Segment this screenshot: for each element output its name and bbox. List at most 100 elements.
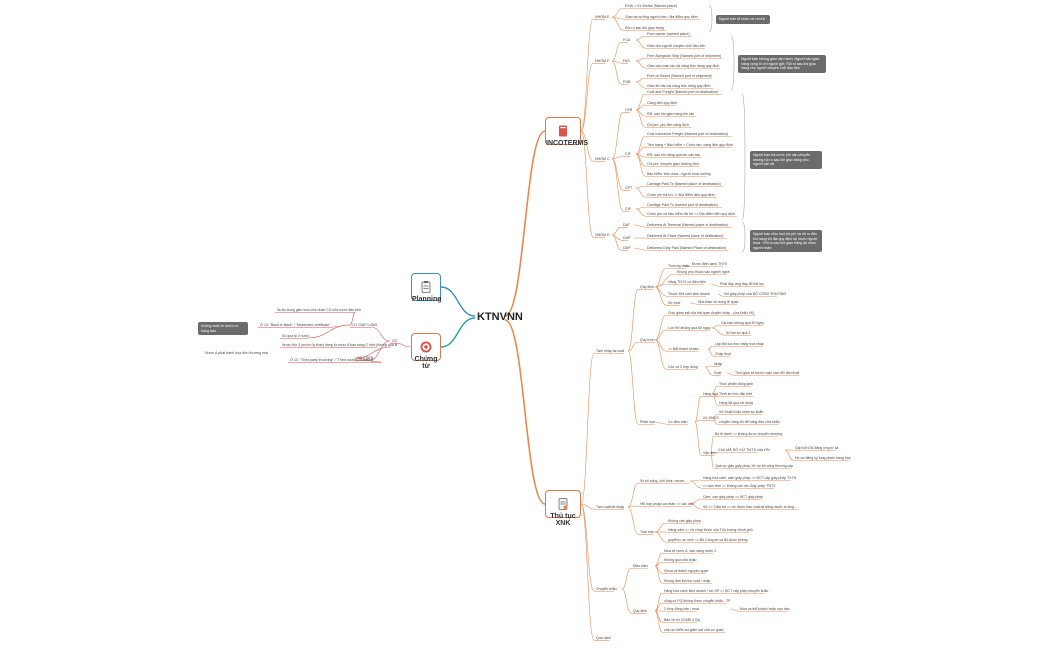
- chungtu-node[interactable]: CO 3 BÊN: [357, 355, 374, 360]
- chungtu-node[interactable]: Ở 13: "Back to Back" / "Movement certifi…: [260, 322, 331, 327]
- chungtu-node[interactable]: Nước trung gian vừa cửa nhận CO của nước…: [277, 308, 361, 312]
- thutuc-node[interactable]: Hồ sơ đăng ký tùng phiếu hàng hóa: [795, 456, 851, 460]
- thutuc-node[interactable]: Không qua cửa khẩu: [664, 558, 697, 562]
- incoterms-node[interactable]: Rủi ro sau khi giao hàng: [625, 26, 664, 30]
- thutuc-node[interactable]: Phân loại: [640, 420, 655, 424]
- thutuc-node[interactable]: Chuyển khẩu: [596, 587, 617, 591]
- thutuc-node[interactable]: Hàng cấm => xử chấp thuộc của Thủ tướng …: [668, 528, 753, 532]
- thutuc-node[interactable]: Gia hạn không quá 30 ngày: [721, 321, 764, 325]
- thutuc-node[interactable]: Chưa về thành nguyên quan: [664, 569, 708, 573]
- thutuc-node[interactable]: Cấp bởi DN đăng ứng từ xã: [795, 446, 838, 450]
- thutuc-node[interactable]: HĐ hợp pháp/ cá nhân => các chứ: [640, 502, 695, 506]
- thutuc-node[interactable]: Bảo vệ xử CDNB 3 Cty: [664, 618, 700, 622]
- incoterms-node[interactable]: Delivered Duty Paid (Named Place of dest…: [647, 246, 726, 250]
- incoterms-node[interactable]: RR: sau khi hàng qua lan can tàu: [647, 153, 700, 157]
- thutuc-node[interactable]: Chấp thuế: [715, 352, 731, 356]
- thutuc-node[interactable]: Tạm xuất tái nhập: [596, 505, 624, 509]
- thutuc-node[interactable]: Mua và thể khách hoặc sau bán: [740, 607, 790, 611]
- chungtu-node[interactable]: Nước thứ 3 (nước ủy thác) hàng từ nước A…: [282, 343, 398, 347]
- thutuc-node[interactable]: Sx thi công, chủ thuê, mượn...: [640, 479, 687, 483]
- incoterms-node[interactable]: Free Alongside Ship (Named port of shipm…: [647, 54, 721, 58]
- thutuc-node[interactable]: Chủ MÃ SỐ XỬ TNTX của DN: [718, 447, 770, 452]
- chungtu-node[interactable]: CO GIAP LUNG: [352, 323, 377, 327]
- thutuc-node[interactable]: Nhà thầu sử dụng lệ quan: [698, 300, 739, 304]
- thutuc-node[interactable]: Trần hàn: [640, 530, 654, 534]
- incoterms-node[interactable]: CFR: [625, 108, 633, 112]
- incoterms-node[interactable]: NHÓM C: [595, 156, 610, 161]
- thutuc-node[interactable]: Hàng đã qua sử dụng: [719, 401, 753, 405]
- incoterms-node[interactable]: CPT: [625, 186, 633, 190]
- thutuc-node[interactable]: Quy trình: [640, 338, 654, 342]
- thutuc-node[interactable]: => tạm thời => không cần xin Giấy phép T…: [703, 484, 776, 488]
- planning-hub[interactable]: Planning: [411, 273, 442, 303]
- thutuc-node[interactable]: Chịu giám sát của hải quan (tuyến nhập -…: [668, 311, 754, 315]
- incoterms-node[interactable]: NHÓM E: [595, 14, 610, 19]
- thutuc-node[interactable]: chuyên cảng thì để hàng đầu cửa khẩu: [719, 420, 780, 424]
- thutuc-node[interactable]: Thiết kế như đặc biệt: [719, 392, 752, 396]
- incoterms-node[interactable]: Delivered At Terminal (Named place of de…: [647, 223, 728, 227]
- thutuc-node[interactable]: cũng có PQ không được chuyển khẩu - TP: [664, 599, 731, 603]
- incoterms-node[interactable]: Cost Insurance Freight (Named port of de…: [647, 132, 728, 136]
- incoterms-node[interactable]: Free on Board (Named port of shipment): [647, 74, 712, 78]
- thutuc-node[interactable]: Cấm, cần giấy phép => BCT giấy phép: [703, 495, 763, 499]
- chungtu-node[interactable]: CO: [392, 339, 398, 343]
- incoterms-node[interactable]: Giao dọc mạn tàu tại cảng bốc hàng quy đ…: [647, 64, 719, 68]
- incoterms-node[interactable]: Cảng đến quy định: [647, 101, 677, 105]
- thutuc-node[interactable]: Xử thuật hoặc nhận sự khẩn: [719, 410, 763, 414]
- thutuc-node[interactable]: Bộ lệ danh => không được chuyển nhượng: [715, 432, 782, 436]
- thutuc-node[interactable]: chịu sự kiểm tra giám sát của cơ quan: [664, 628, 724, 632]
- incoterms-node[interactable]: FOB: [623, 80, 631, 84]
- thutuc-node[interactable]: Nhập: [714, 362, 722, 366]
- incoterms-node[interactable]: Giao lên tàu tại cảng bốc hàng quy định: [647, 84, 710, 88]
- incoterms-node[interactable]: Cước phí và bảo hiểm trả tới => Địa điểm…: [647, 212, 735, 216]
- thutuc-node[interactable]: Phải đáp ứng đầy đủ thủ tục: [720, 282, 764, 286]
- root-topic[interactable]: KTNVNN: [477, 311, 523, 323]
- thutuc-node[interactable]: Được định danh TNTX: [692, 262, 728, 266]
- incoterms-node[interactable]: Chi phí: phí đến cảng đích: [647, 123, 689, 127]
- incoterms-node[interactable]: Free carrier (named place): [647, 32, 690, 36]
- thutuc-node[interactable]: Thời gian từ trước hoặc sau HĐ đầu thuế: [735, 371, 799, 375]
- thutuc-node[interactable]: 2 Hợp đồng bán / mua: [664, 607, 699, 611]
- incoterms-node[interactable]: FAS: [623, 59, 630, 63]
- incoterms-node[interactable]: Delivered At Place (Named place of desti…: [647, 234, 723, 238]
- chungtu-node[interactable]: Số qua tỷ 2 nước: [282, 334, 309, 338]
- incoterms-node[interactable]: Cước phí trả tới => Địa điểm đến quy địn…: [647, 193, 714, 197]
- thutuc-node[interactable]: Các cá 3 hợp đồng: [668, 365, 698, 369]
- thutuc-node[interactable]: Thực phẩm đông lạnh: [719, 382, 753, 386]
- thutuc-node[interactable]: Xử DNCS: [703, 416, 719, 420]
- thutuc-node[interactable]: Thuộc DM cấm kinh doanh: [668, 292, 710, 296]
- incoterms-node[interactable]: Bảo hiểm: bên mua - người mua hưởng: [647, 172, 711, 176]
- thutuc-node[interactable]: Vận đơn: [703, 451, 716, 455]
- incoterms-node[interactable]: RR: sau khi giao hàng lên tàu: [647, 112, 694, 116]
- thutuc-hub[interactable]: Thủ tục XNK: [545, 490, 581, 527]
- thutuc-node[interactable]: Mua từ nước A, bán sang nước C: [664, 549, 717, 553]
- incoterms-node[interactable]: EXW = Ex Works (Named place): [625, 4, 677, 8]
- thutuc-node[interactable]: Quy định: [633, 609, 647, 613]
- incoterms-node[interactable]: FCA: [623, 38, 631, 42]
- incoterms-node[interactable]: Chi phí: chuyên giao đường đích: [647, 162, 699, 166]
- incoterms-node[interactable]: DAP: [623, 236, 631, 240]
- thutuc-node[interactable]: Tạm nhập tái xuất: [596, 349, 624, 353]
- thutuc-node[interactable]: Quy định: [640, 285, 654, 289]
- incoterms-node[interactable]: DDP: [623, 246, 631, 250]
- thutuc-node[interactable]: Xin giấy phép của BỘ CÔNG THƯƠNG: [724, 291, 786, 296]
- incoterms-node[interactable]: NHÓM F: [595, 58, 610, 63]
- incoterms-node[interactable]: DAT: [623, 223, 631, 227]
- incoterms-node[interactable]: Carriage Paid To (Named place of destina…: [647, 182, 721, 186]
- thutuc-node[interactable]: Sở => Cấm tới => trc được bán xuất lại b…: [703, 504, 797, 509]
- incoterms-node[interactable]: NHÓM D: [595, 232, 610, 237]
- incoterms-node[interactable]: Cost and Freight (Named port of destinat…: [647, 90, 718, 94]
- chungtu-node[interactable]: Ở 13: "Third party invoicing" / "Third c…: [290, 357, 375, 362]
- incoterms-node[interactable]: CIP: [625, 207, 632, 211]
- incoterms-node[interactable]: Tiền hàng + Bảo hiểm + Cước tàu: cảng đế…: [647, 143, 733, 147]
- incoterms-node[interactable]: Giao tại xưởng người bán / địa điểm quy …: [625, 15, 698, 19]
- thutuc-node[interactable]: Lưu trữ không quá 60 ngày: [668, 326, 711, 330]
- thutuc-node[interactable]: Hàng TNTX có điều kiện: [668, 280, 706, 284]
- thutuc-node[interactable]: quyết tụ, an ninh => Bộ Công an và Bộ qu…: [668, 538, 748, 542]
- thutuc-node[interactable]: Không phụ thuộc vào ngành nghề: [677, 270, 730, 274]
- thutuc-node[interactable]: Hàng hóa cấm/ kinh doanh / xin GP => BCT…: [664, 589, 768, 593]
- chungtu-hub[interactable]: Chứng từ: [411, 333, 441, 370]
- thutuc-node[interactable]: Quá cự giấy giấy phép XK do bộ công thươ…: [715, 464, 793, 468]
- thutuc-node[interactable]: Lập thủ tục như hàng hóa nhập: [715, 342, 764, 346]
- incoterms-hub[interactable]: INCOTERMS: [545, 117, 588, 147]
